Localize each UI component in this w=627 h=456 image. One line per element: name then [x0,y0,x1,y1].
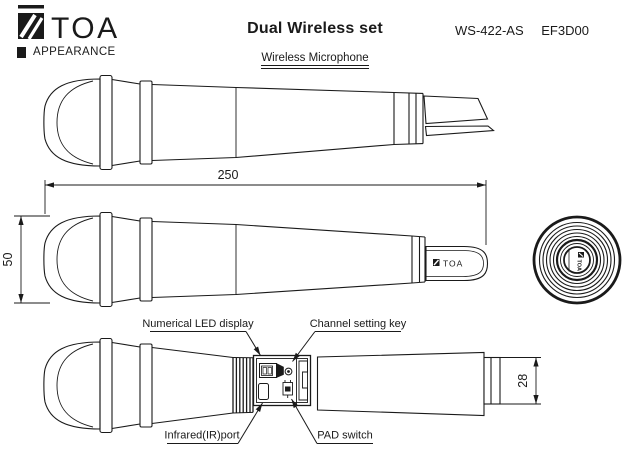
mic-end-view [532,215,622,305]
mic-side-view-internal [43,337,501,434]
svg-text:TOA: TOA [443,259,463,269]
drawing-subtitle: Wireless Microphone [230,48,400,69]
module-connector [296,356,308,405]
callout-pad-switch: PAD switch [291,398,373,444]
svg-text:TOA: TOA [576,260,582,272]
dimension-length-250 [44,180,487,245]
dim-grip-value: 28 [516,374,530,388]
svg-text:Numerical LED display: Numerical LED display [142,318,254,330]
infrared-port [258,383,269,400]
page-title: Dual Wireless set [247,20,383,37]
dimension-grip-28 [500,357,541,405]
grip-sleeve [316,351,501,417]
section-label: APPEARANCE [33,46,116,58]
square-bullet-icon [17,46,26,58]
model-number: WS-422-AS [455,23,524,38]
dimension-diameter-50 [14,215,50,304]
thread-section [232,357,254,414]
mic-end-cap [425,245,489,282]
mic-side-view-antenna [43,74,495,171]
mic-side-view-dimensioned [43,211,489,308]
toa-logo-mark [18,5,44,40]
end-cap-toa-logo: TOA [433,259,463,269]
toa-logo: TOA [18,5,138,50]
control-module [252,354,312,407]
channel-setting-key [284,367,293,376]
callout-ir-port: Infrared(IR)port [164,402,263,444]
svg-text:Channel setting key: Channel setting key [310,318,407,330]
section-appearance: APPEARANCE [17,46,116,58]
numerical-led-display [259,363,284,378]
svg-text:Infrared(IR)port: Infrared(IR)port [164,430,239,442]
variant-code: EF3D00 [541,23,589,38]
callout-channel-key: Channel setting key [292,318,407,362]
antenna-blade-upper [423,95,489,125]
model-numbers: WS-422-AS EF3D00 [455,23,589,38]
antenna-blade-lower [424,125,495,137]
pad-switch [282,380,293,398]
dim-length-value: 250 [218,168,239,182]
callout-led-display: Numerical LED display [142,318,261,356]
dim-diameter-value: 50 [1,253,15,267]
end-view-toa-logo: TOA [576,252,584,272]
toa-logo-text: TOA [51,12,120,45]
svg-text:PAD switch: PAD switch [317,430,372,442]
